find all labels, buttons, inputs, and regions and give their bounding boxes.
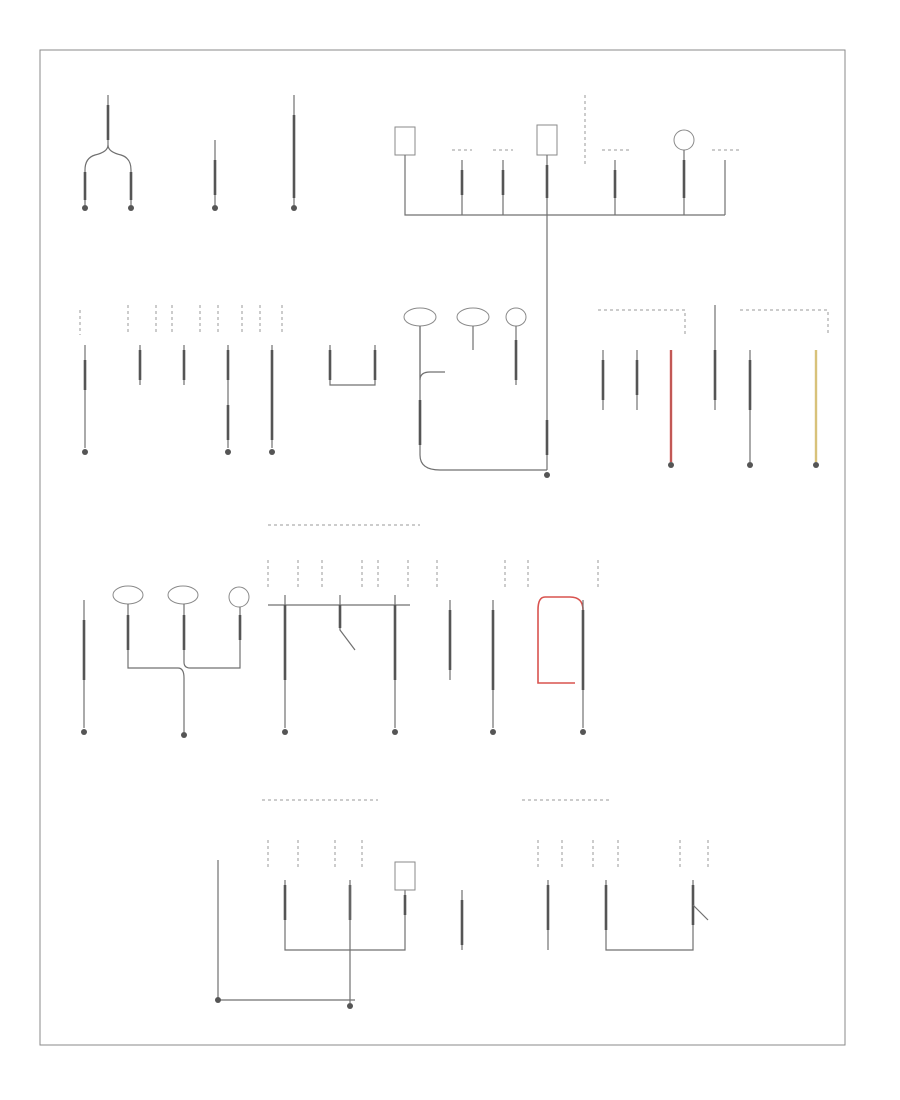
module-box xyxy=(394,861,416,891)
lamp-icon xyxy=(167,585,199,605)
section-2-middle xyxy=(79,305,829,478)
lamp-icon xyxy=(456,307,490,327)
lamp-icon xyxy=(673,129,695,151)
module-ground-bus xyxy=(394,95,740,470)
ground-point-icon xyxy=(580,729,586,735)
ground-point-icon xyxy=(813,462,819,468)
ground-point-icon xyxy=(347,1003,353,1009)
section-3-lower xyxy=(81,524,599,738)
ground-point-icon xyxy=(212,205,218,211)
ground-point-icon xyxy=(181,732,187,738)
forked-ground-circuit xyxy=(82,95,134,211)
bottom-right-ground-bus xyxy=(537,840,709,951)
lamp-splice-ground xyxy=(81,585,250,738)
red-wire xyxy=(537,596,584,684)
connector-pair-ground xyxy=(436,560,506,735)
trailer-tow-ground xyxy=(267,560,410,735)
single-ground-circuit xyxy=(212,140,218,211)
ground-point-icon xyxy=(668,462,674,468)
ground-point-icon xyxy=(225,449,231,455)
ground-point-icon xyxy=(291,205,297,211)
section-1-top xyxy=(82,95,740,470)
ground-point-icon xyxy=(269,449,275,455)
section-4-bottom xyxy=(215,799,709,1009)
trailer-connector-ground xyxy=(291,95,297,211)
ground-point-icon xyxy=(282,729,288,735)
ground-point-icon xyxy=(747,462,753,468)
bottom-left-ground-bus xyxy=(215,840,464,1009)
lamp-icon xyxy=(403,307,437,327)
ground-point-icon xyxy=(490,729,496,735)
module-box xyxy=(536,124,558,156)
module-box xyxy=(394,126,416,156)
colored-wire-ground-group xyxy=(598,305,829,468)
ground-point-icon xyxy=(82,205,88,211)
ground-point-icon xyxy=(82,449,88,455)
diagram-frame xyxy=(39,49,846,1046)
red-loop-ground xyxy=(527,560,599,735)
ground-point-icon xyxy=(128,205,134,211)
ground-point-icon xyxy=(544,472,550,478)
lamp-ground-group xyxy=(403,307,550,478)
connector-ground-group xyxy=(79,305,377,455)
lamp-icon xyxy=(112,585,144,605)
ground-point-icon xyxy=(81,729,87,735)
ground-point-icon xyxy=(392,729,398,735)
lamp-icon xyxy=(505,307,527,327)
lamp-icon xyxy=(228,586,250,608)
ground-point-icon xyxy=(215,997,221,1003)
